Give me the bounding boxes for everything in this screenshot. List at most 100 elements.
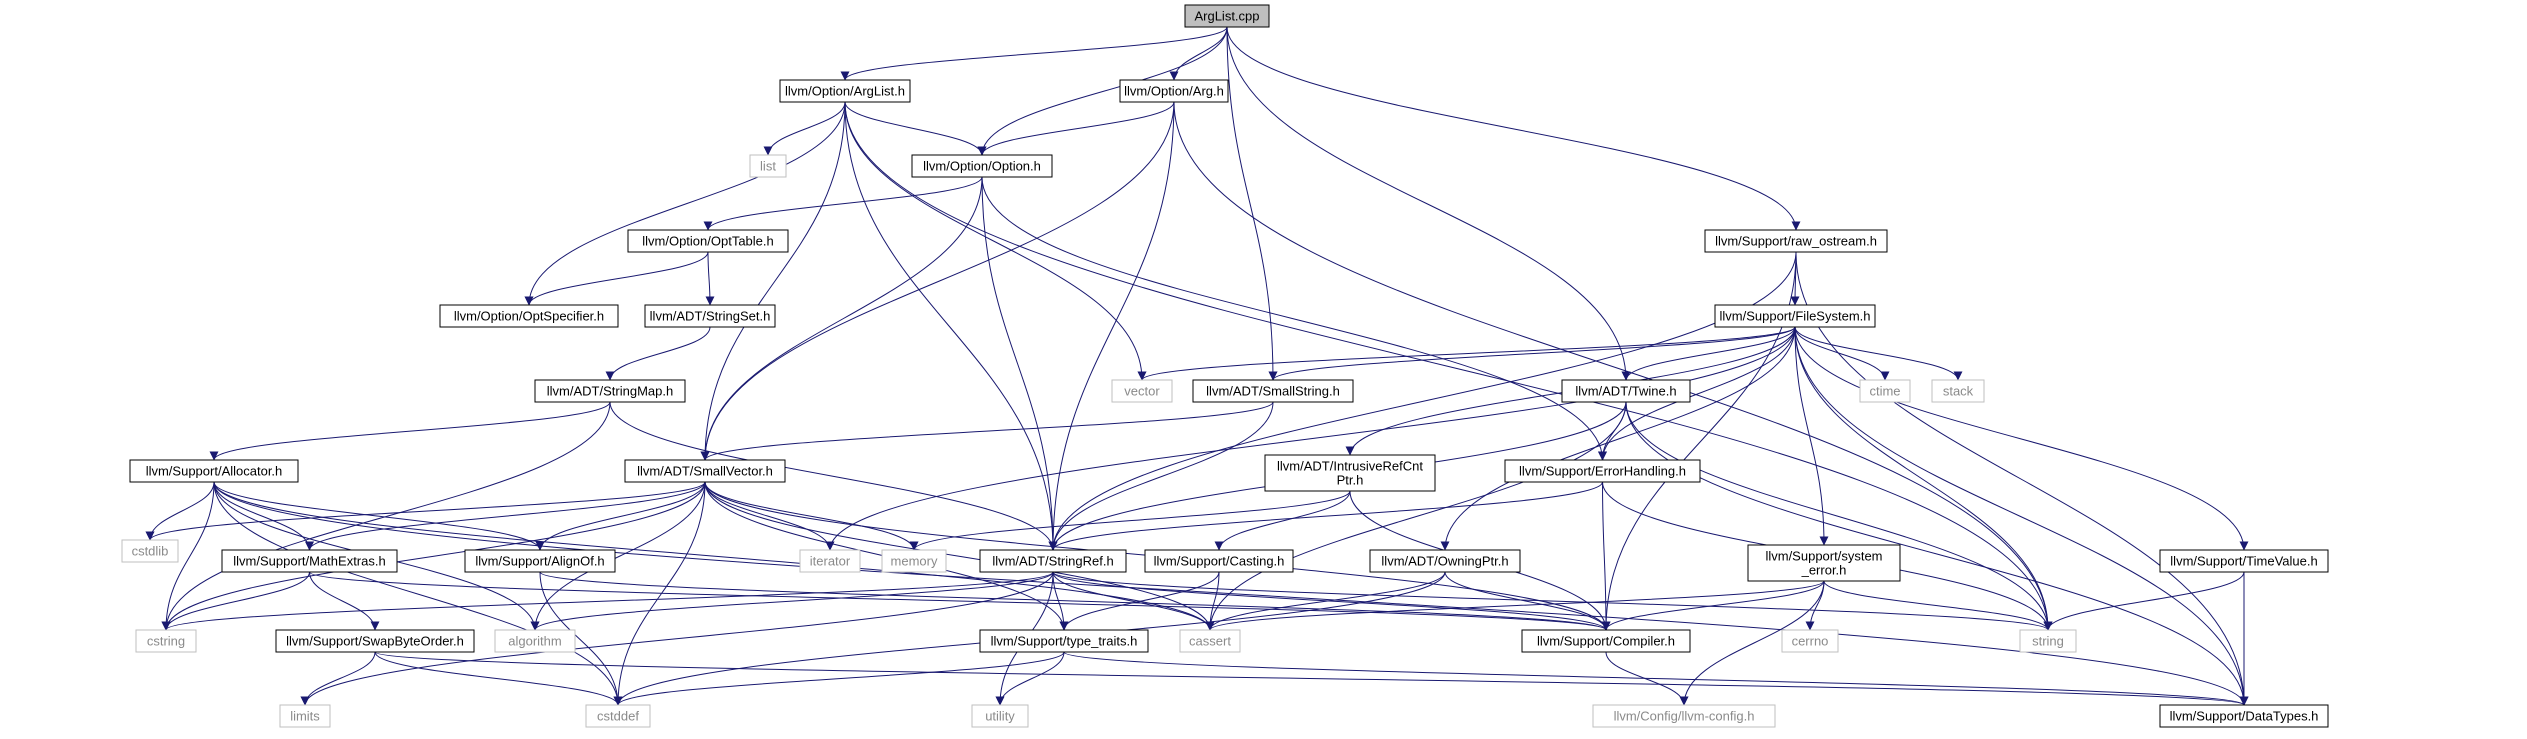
node-box (221, 549, 398, 573)
node-box (1592, 704, 1776, 728)
node-sup_casting_h[interactable]: llvm/Support/Casting.h (1144, 549, 1294, 573)
node-box (627, 229, 789, 253)
edge-sup_filesystem_h-to-ctime (1794, 326, 1890, 381)
edge-opt_arglist_h-to-adt_smallvector_h (700, 101, 846, 461)
node-sup_type_traits_h[interactable]: llvm/Support/type_traits.h (979, 629, 1149, 653)
node-cstdlib[interactable]: cstdlib (121, 539, 179, 563)
node-iterator[interactable]: iterator (799, 549, 861, 573)
node-utility[interactable]: utility (971, 704, 1029, 728)
edge-sup_type_traits_h-to-sup_datatypes_h (1063, 651, 2249, 706)
edge-adt_twine_h-to-cassert (1205, 401, 1627, 631)
node-sup_allocator_h[interactable]: llvm/Support/Allocator.h (129, 459, 299, 483)
node-box (1192, 379, 1354, 403)
edge-adt_smallvector_h-to-algorithm (530, 481, 706, 631)
edge-opt_opttable_h-to-adt_stringset_h (705, 251, 715, 306)
node-list[interactable]: list (749, 154, 787, 178)
node-sup_system_error_h[interactable]: llvm/Support/system_error.h (1747, 544, 1901, 582)
node-box (979, 629, 1149, 653)
node-vector[interactable]: vector (1111, 379, 1173, 403)
node-arglist_cpp[interactable]: ArgList.cpp (1184, 4, 1270, 28)
edge-sup_system_error_h-to-cerrno (1805, 580, 1825, 631)
node-sup_timevalue_h[interactable]: llvm/Support/TimeValue.h (2159, 549, 2329, 573)
edge-sup_system_error_h-to-cfg_llvm_config_h (1679, 580, 1825, 706)
edge-arglist_cpp-to-opt_arglist_h (840, 26, 1228, 81)
node-sup_raw_ostream_h[interactable]: llvm/Support/raw_ostream.h (1704, 229, 1888, 253)
node-sup_datatypes_h[interactable]: llvm/Support/DataTypes.h (2159, 704, 2329, 728)
edge-adt_stringref_h-to-string (1052, 571, 2053, 631)
node-box (1781, 629, 1839, 653)
edge-adt_smallvector_h-to-iterator (704, 481, 835, 551)
node-label: llvm/Option/Option.h (923, 159, 1041, 174)
node-cerrno[interactable]: cerrno (1781, 629, 1839, 653)
node-adt_twine_h[interactable]: llvm/ADT/Twine.h (1561, 379, 1691, 403)
node-adt_smallvector_h[interactable]: llvm/ADT/SmallVector.h (624, 459, 786, 483)
node-adt_stringset_h[interactable]: llvm/ADT/StringSet.h (644, 304, 776, 328)
node-box (1704, 229, 1888, 253)
edge-opt_arglist_h-to-list (763, 101, 846, 156)
node-sup_alignof_h[interactable]: llvm/Support/AlignOf.h (464, 549, 616, 573)
edge-adt_twine_h-to-sup_datatypes_h (1625, 401, 2249, 706)
node-box (585, 704, 651, 728)
node-box (1504, 459, 1701, 483)
edge-sup_errorhandling_h-to-adt_stringref_h (1048, 481, 1603, 551)
node-box (494, 629, 576, 653)
node-cassert[interactable]: cassert (1179, 629, 1241, 653)
node-sup_mathextras_h[interactable]: llvm/Support/MathExtras.h (221, 549, 398, 573)
node-opt_arg_h[interactable]: llvm/Option/Arg.h (1119, 79, 1229, 103)
node-box (279, 704, 331, 728)
edge-sup_alignof_h-to-cstddef (539, 571, 623, 706)
edge-sup_type_traits_h-to-utility (995, 651, 1065, 706)
edge-opt_arg_h-to-string (1173, 101, 2053, 631)
node-ctime[interactable]: ctime (1859, 379, 1911, 403)
node-label: cerrno (1792, 634, 1829, 649)
node-box (1859, 379, 1911, 403)
edge-adt_smallvector_h-to-sup_mathextras_h (305, 481, 706, 551)
node-limits[interactable]: limits (279, 704, 331, 728)
node-adt_smallstring_h[interactable]: llvm/ADT/SmallString.h (1192, 379, 1354, 403)
node-adt_owningptr_h[interactable]: llvm/ADT/OwningPtr.h (1369, 549, 1521, 573)
edge-sup_filesystem_h-to-stack (1794, 326, 1963, 381)
edge-sup_filesystem_h-to-sup_datatypes_h (1794, 326, 2249, 706)
edge-opt_arglist_h-to-vector (844, 101, 1147, 381)
node-adt_stringmap_h[interactable]: llvm/ADT/StringMap.h (534, 379, 686, 403)
edge-adt_stringref_h-to-cstring (161, 571, 1054, 631)
node-cfg_llvm_config_h[interactable]: llvm/Config/llvm-config.h (1592, 704, 1776, 728)
edge-adt_twine_h-to-string (1625, 401, 2053, 631)
node-sup_swapbyteorder_h[interactable]: llvm/Support/SwapByteOrder.h (275, 629, 475, 653)
edges-layer (145, 26, 2249, 706)
node-label: cassert (1189, 634, 1231, 649)
edge-opt_option_h-to-adt_stringref_h (981, 176, 1058, 551)
edge-sup_swapbyteorder_h-to-cstddef (374, 651, 623, 706)
node-cstddef[interactable]: cstddef (585, 704, 651, 728)
edge-sup_allocator_h-to-cstring (161, 481, 215, 631)
edge-opt_arg_h-to-adt_smallvector_h (700, 101, 1175, 461)
node-label: llvm/Config/llvm-config.h (1614, 709, 1755, 724)
node-label: list (760, 159, 776, 174)
node-opt_opttable_h[interactable]: llvm/Option/OptTable.h (627, 229, 789, 253)
node-opt_arglist_h[interactable]: llvm/Option/ArgList.h (779, 79, 911, 103)
edge-sup_filesystem_h-to-sup_errorhandling_h (1598, 326, 1796, 461)
edge-opt_arg_h-to-adt_stringref_h (1048, 101, 1175, 551)
node-sup_errorhandling_h[interactable]: llvm/Support/ErrorHandling.h (1504, 459, 1701, 483)
node-label: limits (290, 709, 320, 724)
node-box (1931, 379, 1985, 403)
node-opt_optspecifier_h[interactable]: llvm/Option/OptSpecifier.h (439, 304, 619, 328)
edge-opt_option_h-to-adt_smallvector_h (700, 176, 983, 461)
edge-adt_stringref_h-to-limits (300, 571, 1054, 706)
node-cstring[interactable]: cstring (135, 629, 197, 653)
node-algorithm[interactable]: algorithm (494, 629, 576, 653)
node-sup_filesystem_h[interactable]: llvm/Support/FileSystem.h (1714, 304, 1876, 328)
node-opt_option_h[interactable]: llvm/Option/Option.h (911, 154, 1053, 178)
node-sup_compiler_h[interactable]: llvm/Support/Compiler.h (1521, 629, 1691, 653)
edge-arglist_cpp-to-adt_twine_h (1226, 26, 1631, 381)
node-stack[interactable]: stack (1931, 379, 1985, 403)
edge-opt_opttable_h-to-opt_optspecifier_h (524, 251, 709, 306)
node-box (911, 154, 1053, 178)
node-memory[interactable]: memory (881, 549, 947, 573)
node-box (135, 629, 197, 653)
edge-opt_arglist_h-to-adt_stringref_h (844, 101, 1058, 551)
node-adt_stringref_h[interactable]: llvm/ADT/StringRef.h (979, 549, 1127, 573)
node-string[interactable]: string (2019, 629, 2077, 653)
